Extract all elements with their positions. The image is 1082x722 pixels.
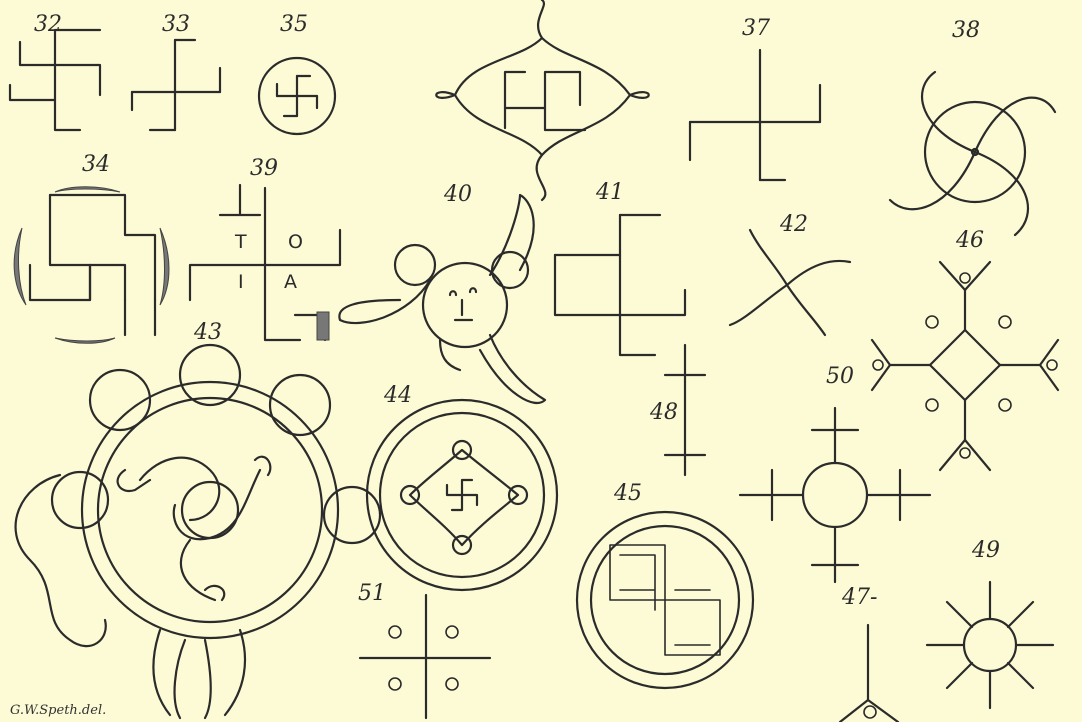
- fig-41-swastika-icon: [555, 215, 685, 355]
- fig-39-label: 39: [250, 158, 278, 180]
- fig-33-swastika-icon: [132, 40, 220, 130]
- fig-51-cross-with-dots-icon: [360, 595, 490, 718]
- fig-40-label: 40: [444, 184, 472, 206]
- fig-39-letter-a: A: [284, 273, 297, 292]
- fig-35-label: 35: [280, 14, 308, 36]
- fig-45-circled-meander-swastika-icon: [577, 512, 753, 688]
- fig-32-label: 32: [34, 14, 62, 36]
- fig-49-label: 49: [972, 540, 1000, 562]
- fig-48-label: 48: [650, 402, 678, 424]
- fig-43-serpent-disk-icon: [16, 345, 380, 718]
- fig-44-label: 44: [384, 385, 412, 407]
- fig-34-swastika-with-crescents-icon: [14, 187, 169, 344]
- fig-44-concentric-circle-swastika-icon: [367, 400, 557, 590]
- fig-46-diamond-cross-icon: [872, 262, 1058, 470]
- fig-37-label: 37: [742, 18, 770, 40]
- fig-33-label: 33: [162, 14, 190, 36]
- fig-38-label: 38: [952, 20, 980, 42]
- fig-46-label: 46: [956, 230, 984, 252]
- fig-39-letter-o: O: [288, 233, 303, 252]
- artist-signature: G.W.Speth.del.: [10, 704, 106, 717]
- fig-42-curved-arm-whirl-icon: [730, 230, 850, 335]
- fig-51-label: 51: [358, 583, 386, 605]
- fig-49-sun-rays-icon: [927, 582, 1053, 708]
- fig-43-label: 43: [194, 322, 222, 344]
- fig-32-swastika-icon: [10, 30, 100, 130]
- fig-47-label: 47-: [842, 587, 877, 609]
- fig-50-label: 50: [826, 366, 854, 388]
- fig-38-curved-cross-in-circle-icon: [890, 72, 1055, 235]
- fig-45-label: 45: [614, 483, 642, 505]
- fig-47-forked-figure-icon: [840, 625, 898, 722]
- fig-36-swastika-with-loops-icon: [436, 0, 649, 200]
- fig-50-circle-cross-icon: [740, 408, 930, 582]
- fig-42-label: 42: [780, 214, 808, 236]
- fig-41-label: 41: [596, 182, 624, 204]
- fig-34-label: 34: [82, 154, 110, 176]
- fig-40-face-with-curved-arms-icon: [339, 195, 545, 403]
- fig-35-circled-swastika-icon: [259, 58, 335, 134]
- fig-39-letter-i: I: [238, 273, 244, 292]
- fig-39-letter-t: T: [235, 233, 247, 252]
- fig-37-swastika-icon: [690, 50, 820, 180]
- fig-39-hatched-bar: [317, 312, 329, 340]
